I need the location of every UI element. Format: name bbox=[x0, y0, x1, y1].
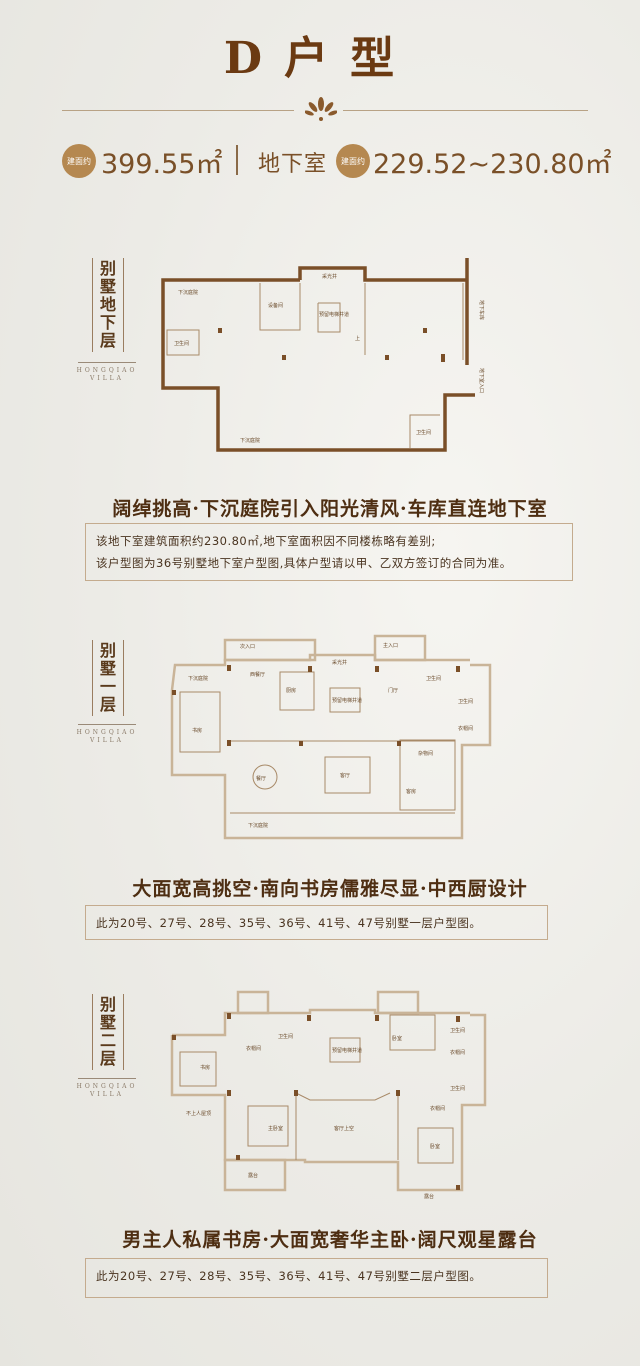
room-label: 卫生间 bbox=[426, 675, 441, 682]
divider-right bbox=[343, 110, 588, 111]
room-label: 地下车库 bbox=[478, 300, 485, 320]
room-label: 卫生间 bbox=[416, 429, 431, 436]
room-label: 客厅 bbox=[340, 772, 350, 779]
room-label: 厨房 bbox=[286, 687, 296, 694]
floor-label-2f: 别墅二层 bbox=[92, 994, 124, 1070]
basement-area: 229.52~230.80㎡ bbox=[373, 149, 612, 180]
fan-ornament-icon bbox=[305, 97, 337, 121]
room-label: 地下室入口 bbox=[478, 368, 485, 393]
room-label: 下沉庭院 bbox=[188, 675, 208, 682]
room-label: 卫生间 bbox=[450, 1085, 465, 1092]
room-label: 上 bbox=[355, 335, 360, 342]
room-label: 露台 bbox=[248, 1172, 258, 1179]
floor-label-basement: 别墅地下层 bbox=[92, 258, 124, 352]
room-label: 下沉庭院 bbox=[240, 437, 260, 444]
room-label: 门厅 bbox=[388, 687, 398, 694]
separator bbox=[236, 145, 238, 175]
room-label: 次入口 bbox=[240, 643, 255, 650]
room-label: 下沉庭院 bbox=[178, 289, 198, 296]
floor-label-1f: 别墅一层 bbox=[92, 640, 124, 716]
area-badge: 建面约 bbox=[62, 144, 96, 178]
room-label: 书房 bbox=[192, 727, 202, 734]
divider-left bbox=[62, 110, 294, 111]
room-label: 餐厅 bbox=[256, 775, 266, 782]
room-label: 西餐厅 bbox=[250, 671, 265, 678]
room-label: 客厅上空 bbox=[334, 1125, 354, 1132]
floor-2-plan: 衣帽间 卫生间 预留电梯井道 卧室 卫生间 衣帽间 卫生间 书房 不上人屋顶 主… bbox=[170, 990, 487, 1200]
room-label: 卫生间 bbox=[174, 340, 189, 347]
room-label: 预留电梯井道 bbox=[332, 1047, 362, 1054]
note-1f: 此为20号、27号、28号、35号、36号、41号、47号别墅一层户型图。 bbox=[85, 905, 548, 940]
room-label: 客房 bbox=[406, 788, 416, 795]
room-label: 衣帽间 bbox=[430, 1105, 445, 1112]
room-label: 下沉庭院 bbox=[248, 822, 268, 829]
caption-2f: 男主人私属书房·大面宽奢华主卧·阔尺观星露台 bbox=[122, 1229, 538, 1251]
room-label: 衣帽间 bbox=[246, 1045, 261, 1052]
room-label: 卫生间 bbox=[278, 1033, 293, 1040]
caption-basement: 阔绰挑高·下沉庭院引入阳光清风·车库直连地下室 bbox=[112, 498, 548, 520]
room-label: 卧室 bbox=[430, 1143, 440, 1150]
room-label: 主卧室 bbox=[268, 1125, 283, 1132]
room-label: 衣帽间 bbox=[458, 725, 473, 732]
floor-1-plan: 次入口 主入口 下沉庭院 西餐厅 厨房 采光井 预留电梯井道 门厅 卫生间 卫生… bbox=[170, 634, 492, 840]
total-area: 399.55㎡ bbox=[101, 149, 223, 180]
page-title: D户型 bbox=[223, 33, 417, 84]
room-label: 卫生间 bbox=[458, 698, 473, 705]
room-label: 卫生间 bbox=[450, 1027, 465, 1034]
room-label: 衣帽间 bbox=[450, 1049, 465, 1056]
room-label: 露台 bbox=[424, 1193, 434, 1200]
room-label: 主入口 bbox=[383, 642, 398, 649]
note-basement: 该地下室建筑面积约230.80㎡,地下室面积因不同楼栋略有差别;该户型图为36号… bbox=[85, 523, 573, 581]
room-label: 设备间 bbox=[268, 302, 283, 309]
note-2f: 此为20号、27号、28号、35号、36号、41号、47号别墅二层户型图。 bbox=[85, 1258, 548, 1298]
room-label: 采光井 bbox=[332, 659, 347, 666]
room-label: 卧室 bbox=[392, 1035, 402, 1042]
basement-label: 地下室 bbox=[258, 152, 328, 177]
room-label: 不上人屋顶 bbox=[186, 1110, 211, 1117]
area-badge: 建面约 bbox=[336, 144, 370, 178]
room-label: 杂物间 bbox=[418, 750, 433, 757]
room-label: 预留电梯井道 bbox=[332, 697, 362, 704]
basement-floor-plan: 下沉庭院 设备间 采光井 预留电梯井道 卫生间 地下车库 地下室入口 下沉庭院 … bbox=[161, 258, 485, 452]
room-label: 采光井 bbox=[322, 273, 337, 280]
room-label: 预留电梯井道 bbox=[319, 311, 349, 318]
caption-1f: 大面宽高挑空·南向书房儒雅尽显·中西厨设计 bbox=[132, 878, 528, 900]
room-label: 书房 bbox=[200, 1064, 210, 1071]
